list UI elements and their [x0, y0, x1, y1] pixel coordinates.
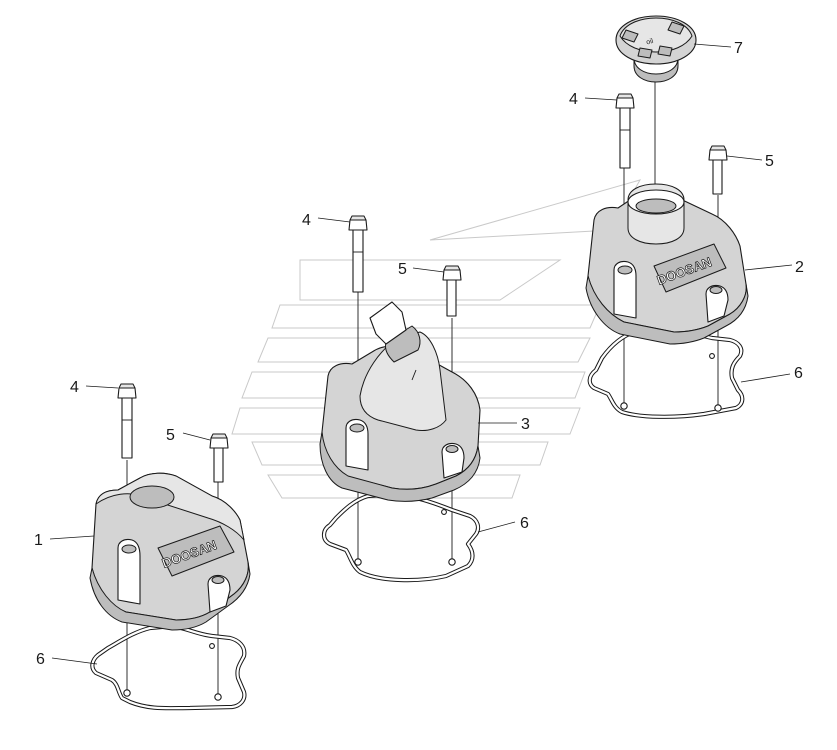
valve-cover-center	[319, 301, 481, 502]
callout-5-center: 5	[398, 261, 407, 278]
bolt-long-right	[615, 93, 635, 169]
valve-cover-left: DOOSAN	[89, 472, 251, 631]
valve-cover-right: DOOSAN	[585, 183, 749, 345]
callout-6-center: 6	[520, 515, 529, 532]
bolt-long-center	[348, 215, 368, 293]
callout-labels: 1 2 3 4 4 4 5 5 5 6 6 6 7	[34, 40, 804, 668]
gasket-left	[90, 623, 247, 711]
callout-6-right: 6	[794, 365, 803, 382]
gasket-center	[321, 491, 481, 583]
callout-4-left: 4	[70, 379, 79, 396]
callout-4-right: 4	[569, 91, 578, 108]
callout-3: 3	[521, 416, 530, 433]
callout-5-right: 5	[765, 153, 774, 170]
callout-2: 2	[795, 259, 804, 276]
bolt-short-right	[708, 145, 728, 195]
bolt-long-left	[117, 383, 137, 459]
callout-6-left: 6	[36, 651, 45, 668]
leader-lines	[49, 43, 793, 665]
bolt-short-center	[442, 265, 462, 317]
callout-7: 7	[734, 40, 743, 57]
bolt-short-left	[209, 433, 229, 483]
callout-4-center: 4	[302, 212, 311, 229]
oil-filler-cap: oil	[615, 15, 697, 83]
callout-5-left: 5	[166, 427, 175, 444]
callout-1: 1	[34, 532, 43, 549]
cap-marking: oil	[646, 38, 655, 47]
